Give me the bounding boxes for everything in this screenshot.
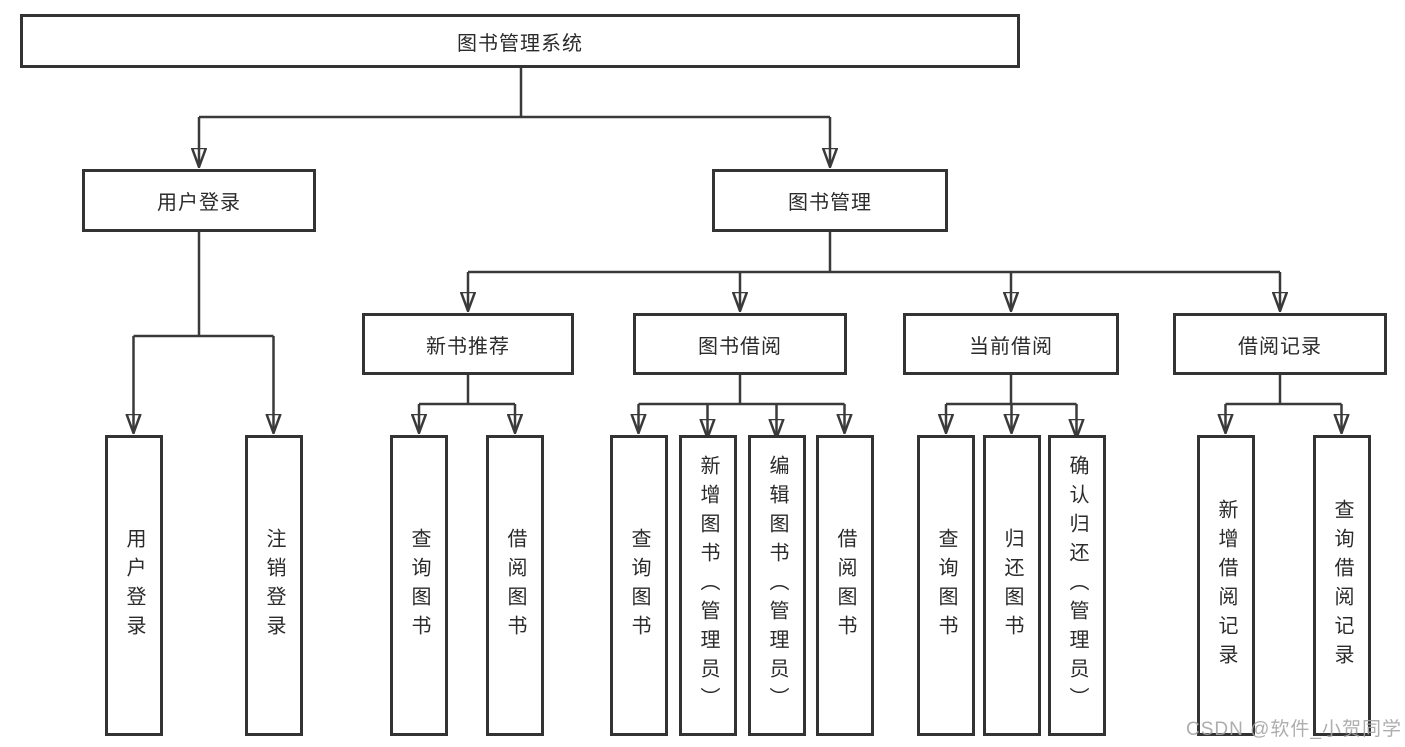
node-user-login: 用户登录 (82, 169, 316, 232)
leaf-query-books-current-label: 查询图书 (935, 527, 957, 644)
leaf-borrow-books: 借阅图书 (816, 435, 874, 736)
connector-user-login-children (134, 232, 274, 433)
node-root-library-system: 图书管理系统 (20, 14, 1020, 68)
connector-book-borrowing-children (639, 375, 845, 438)
connector-new-book-recommend-children (419, 375, 515, 433)
leaf-borrow-books-recommend: 借阅图书 (486, 435, 544, 736)
leaf-query-books-borrowing: 查询图书 (610, 435, 668, 736)
leaf-add-books-admin: 新增图书（管理员） (679, 435, 737, 736)
connector-root-to-level2 (199, 68, 830, 167)
leaf-borrow-books-recommend-label: 借阅图书 (504, 527, 526, 644)
leaf-edit-books-admin: 编辑图书（管理员） (748, 435, 806, 736)
leaf-user-login: 用户登录 (105, 435, 163, 736)
leaf-query-books-recommend-label: 查询图书 (408, 527, 430, 644)
leaf-query-borrow-record-label: 查询借阅记录 (1331, 498, 1353, 673)
leaf-logout: 注销登录 (245, 435, 303, 736)
node-book-borrowing: 图书借阅 (633, 313, 847, 375)
leaf-user-login-label: 用户登录 (123, 527, 145, 644)
connector-borrowing-records-children (1226, 375, 1342, 433)
leaf-return-books: 归还图书 (983, 435, 1041, 736)
node-new-book-recommend: 新书推荐 (362, 313, 574, 375)
csdn-watermark: CSDN @软件_小贺同学 (1186, 719, 1402, 740)
leaf-query-borrow-record: 查询借阅记录 (1313, 435, 1371, 736)
connector-current-borrowing-children (946, 375, 1077, 438)
leaf-return-books-label: 归还图书 (1001, 527, 1023, 644)
leaf-confirm-return-admin: 确认归还（管理员） (1048, 435, 1106, 736)
leaf-add-borrow-record-label: 新增借阅记录 (1215, 498, 1237, 673)
node-current-borrowing: 当前借阅 (903, 313, 1119, 375)
connector-book-management-children (468, 232, 1280, 311)
leaf-add-borrow-record: 新增借阅记录 (1197, 435, 1255, 736)
leaf-edit-books-admin-label: 编辑图书（管理员） (766, 455, 788, 716)
node-borrowing-records: 借阅记录 (1173, 313, 1387, 375)
leaf-query-books-borrowing-label: 查询图书 (628, 527, 650, 644)
node-book-management: 图书管理 (712, 169, 948, 232)
leaf-logout-label: 注销登录 (263, 527, 285, 644)
leaf-query-books-current: 查询图书 (917, 435, 975, 736)
leaf-add-books-admin-label: 新增图书（管理员） (697, 455, 719, 716)
leaf-borrow-books-label: 借阅图书 (834, 527, 856, 644)
leaf-confirm-return-admin-label: 确认归还（管理员） (1066, 455, 1088, 716)
leaf-query-books-recommend: 查询图书 (390, 435, 448, 736)
